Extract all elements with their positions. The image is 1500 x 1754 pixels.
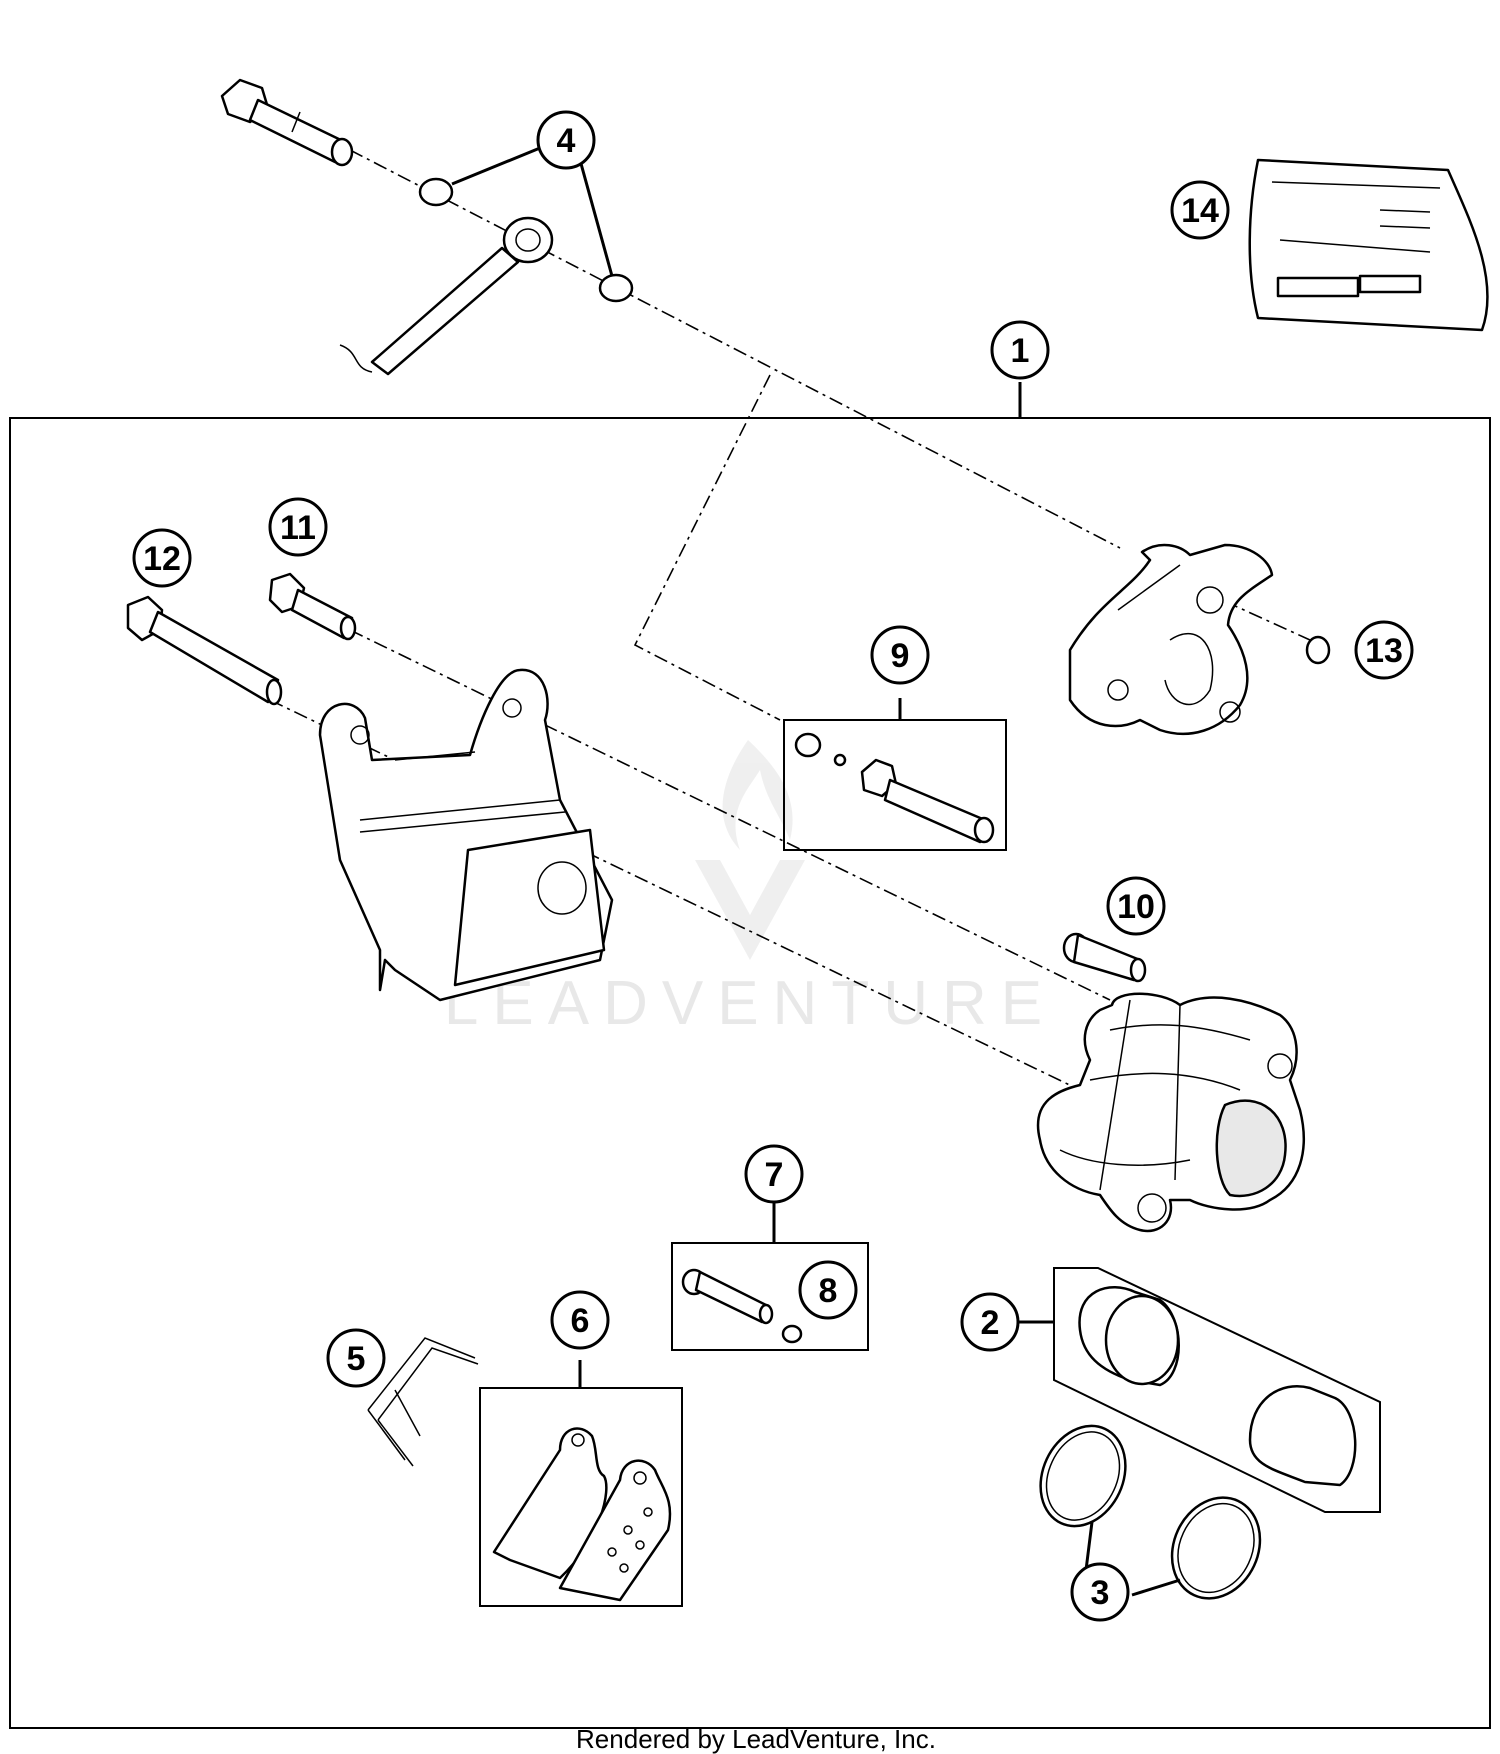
assembly-lines bbox=[269, 149, 1311, 1091]
callout-11: 11 bbox=[268, 497, 328, 557]
callout-14: 14 bbox=[1170, 180, 1230, 240]
watermark-text: LEADVENTURE bbox=[444, 969, 1056, 1038]
svg-text:4: 4 bbox=[557, 122, 576, 160]
piston-kit-box bbox=[1053, 1267, 1381, 1513]
washer-lower bbox=[598, 273, 634, 303]
callout-3: 3 bbox=[1070, 1562, 1130, 1622]
svg-text:12: 12 bbox=[143, 540, 181, 578]
callout-2: 2 bbox=[960, 1292, 1020, 1352]
brake-pads bbox=[492, 1427, 672, 1602]
brake-hose-fitting bbox=[339, 216, 554, 376]
svg-text:3: 3 bbox=[1091, 1574, 1110, 1612]
footer-credit: Rendered by LeadVenture, Inc. bbox=[576, 1724, 936, 1754]
watermark: LEADVENTURE bbox=[444, 740, 1056, 1038]
callout-8: 8 bbox=[798, 1260, 858, 1320]
callout-1: 1 bbox=[990, 320, 1050, 380]
leader-lines bbox=[451, 146, 1181, 1597]
slide-pin bbox=[1062, 932, 1147, 983]
svg-text:9: 9 bbox=[891, 637, 910, 675]
callout-13: 13 bbox=[1354, 620, 1414, 680]
washer-upper bbox=[418, 177, 454, 207]
svg-text:6: 6 bbox=[571, 1302, 590, 1340]
svg-text:2: 2 bbox=[981, 1304, 1000, 1342]
svg-text:10: 10 bbox=[1117, 888, 1155, 926]
caliper-carrier bbox=[1068, 543, 1274, 735]
brake-caliper bbox=[1036, 992, 1305, 1233]
svg-text:14: 14 bbox=[1181, 192, 1219, 230]
instruction-sheet bbox=[1248, 158, 1489, 332]
bleeder-parts bbox=[794, 732, 995, 844]
pistons bbox=[1078, 1286, 1357, 1487]
callout-5: 5 bbox=[326, 1328, 386, 1388]
banjo-bolt bbox=[220, 78, 354, 167]
pad-spring bbox=[367, 1337, 479, 1467]
caliper-bracket bbox=[318, 668, 614, 1002]
short-bolt bbox=[268, 572, 357, 641]
carrier-washer bbox=[1305, 635, 1331, 665]
callout-4: 4 bbox=[536, 110, 596, 170]
pad-pin bbox=[681, 1268, 774, 1325]
svg-text:13: 13 bbox=[1365, 632, 1403, 670]
callout-6: 6 bbox=[550, 1290, 610, 1350]
long-bolt bbox=[126, 595, 283, 706]
kit-frame bbox=[9, 417, 1491, 1729]
bleeder-kit-box bbox=[783, 719, 1007, 851]
callout-7: 7 bbox=[744, 1144, 804, 1204]
svg-text:5: 5 bbox=[347, 1340, 366, 1378]
svg-text:1: 1 bbox=[1011, 332, 1030, 370]
piston-seals bbox=[1039, 1424, 1262, 1600]
svg-text:8: 8 bbox=[819, 1272, 838, 1310]
callout-9: 9 bbox=[870, 625, 930, 685]
callout-10: 10 bbox=[1106, 876, 1166, 936]
pin-kit-box bbox=[671, 1242, 869, 1351]
svg-text:11: 11 bbox=[280, 509, 316, 547]
svg-text:7: 7 bbox=[765, 1156, 784, 1194]
pin-clip bbox=[781, 1324, 803, 1344]
callout-12: 12 bbox=[132, 528, 192, 588]
